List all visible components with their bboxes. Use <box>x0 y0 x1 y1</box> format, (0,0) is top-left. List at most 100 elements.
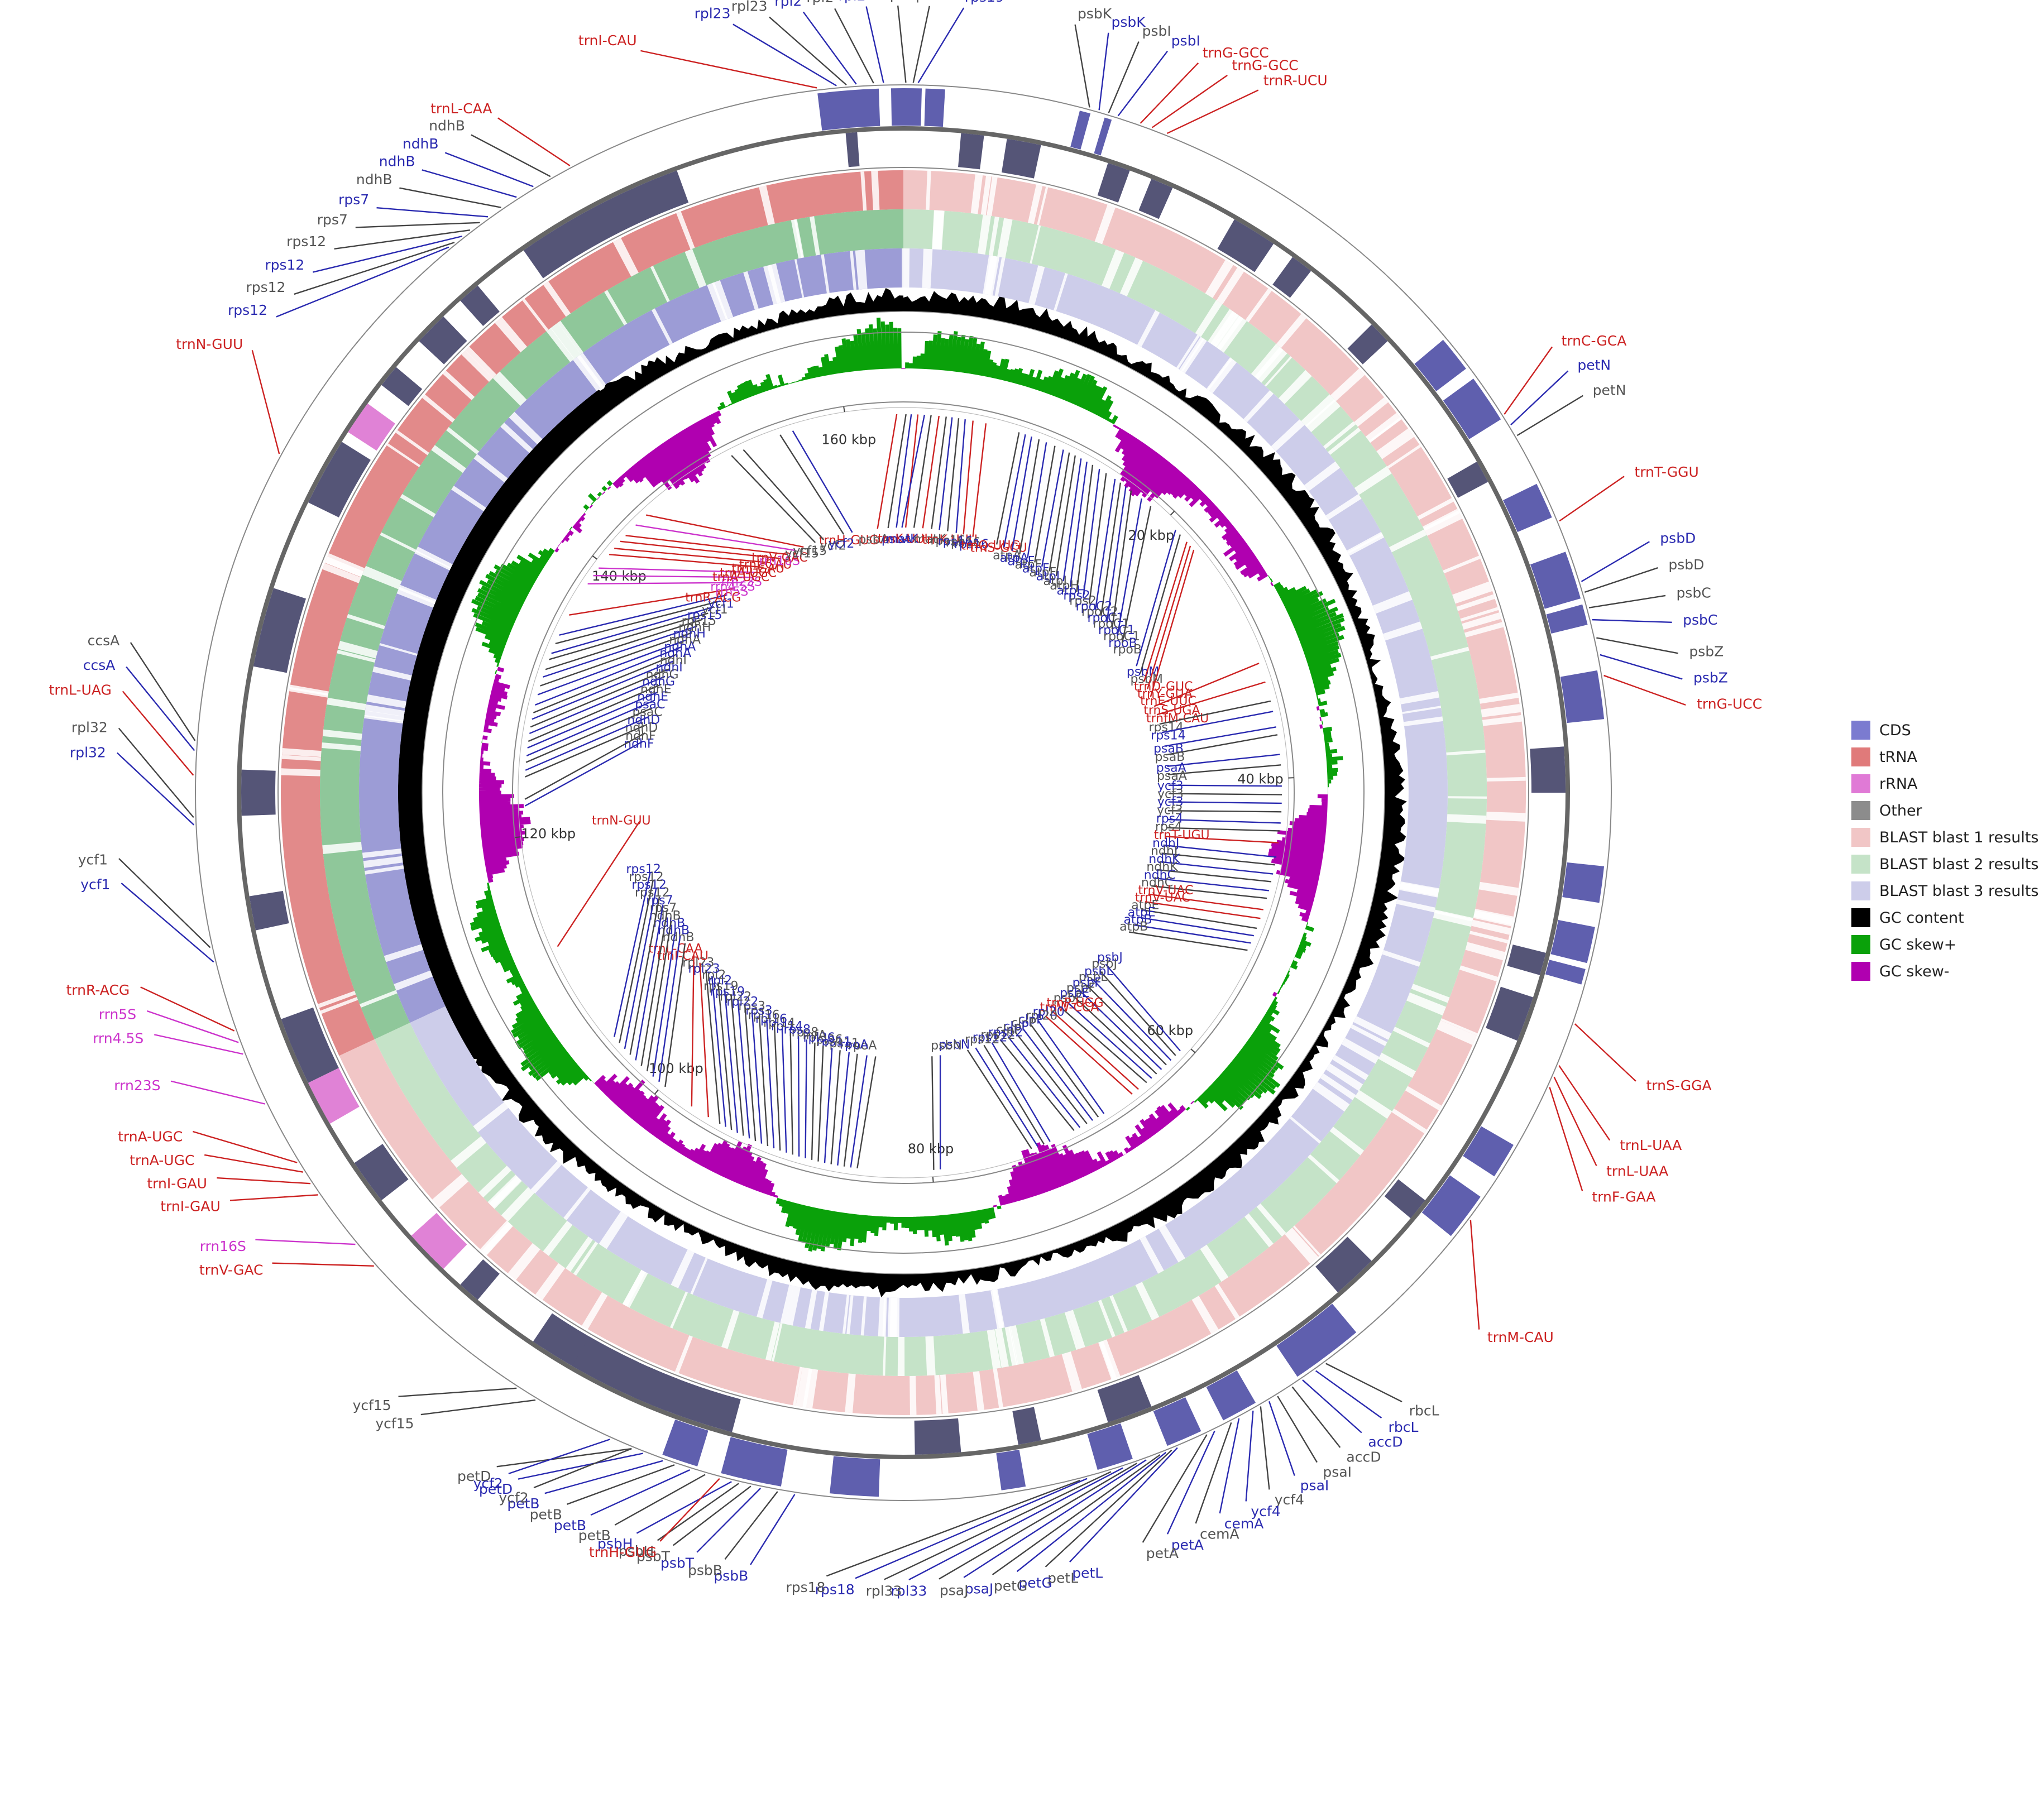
blast-2-ring-gap <box>1264 356 1293 387</box>
gene-label: rps12 <box>973 1031 1007 1045</box>
blast-1-ring-gap <box>970 174 983 214</box>
gene-label: rps15 <box>682 615 716 629</box>
gene-label: ndhC <box>1141 876 1173 890</box>
blast-2-ring-gap <box>322 729 362 740</box>
cds-reverse <box>1507 945 1546 975</box>
gene-label: psbC <box>1683 612 1717 628</box>
blast-1-ring-gap <box>289 684 329 696</box>
gene-label: rrn5S <box>715 585 748 599</box>
gene-label: ycf15 <box>353 1397 391 1413</box>
gene-label: ycf15 <box>793 544 827 558</box>
label-leader <box>1168 793 1282 795</box>
label-leader <box>1133 924 1251 944</box>
cds-reverse <box>523 170 689 279</box>
blast-3-ring-gap <box>365 865 404 875</box>
label-leader <box>1291 1386 1341 1448</box>
label-leader <box>170 1080 266 1105</box>
blast-1-ring-gap <box>443 370 475 400</box>
blast-3-ring-gap <box>990 1289 1004 1329</box>
label-leader <box>652 928 677 1077</box>
gene-label: rrn4.5S <box>93 1030 143 1046</box>
cds-reverse <box>1138 179 1173 219</box>
blast-3-ring-gap <box>1353 1016 1392 1040</box>
gene-label: rrn5S <box>99 1006 136 1022</box>
gene-label: trnR-UCU <box>1263 72 1328 88</box>
label-leader <box>545 619 703 670</box>
label-leader <box>1034 445 1056 563</box>
blast-3-ring-gap <box>959 1294 970 1334</box>
label-leader <box>635 524 796 552</box>
blast-3-ring-gap <box>818 1292 829 1331</box>
label-leader <box>751 1010 763 1144</box>
gene-label: psaI <box>1323 1464 1352 1480</box>
gene-label: psbH <box>619 1543 654 1559</box>
gene-label: ndhB <box>429 118 465 134</box>
blast-1-ring-gap <box>461 350 493 382</box>
gene-label: rps16 <box>938 535 973 549</box>
gene-label: ycf2 <box>499 1489 528 1506</box>
gene-label: petB <box>554 1517 586 1533</box>
label-leader <box>966 1049 1032 1149</box>
gene-label: ycf2 <box>820 539 846 553</box>
blast-3-ring-gap <box>707 282 728 322</box>
blast-2-ring-gap <box>1030 225 1041 264</box>
gene-label: trnL-CAA <box>648 942 702 956</box>
blast-1-ring-gap <box>845 1373 856 1413</box>
cds-forward <box>662 1419 709 1466</box>
cds-reverse <box>249 890 289 931</box>
gene-label: trnL-UAG <box>49 682 112 698</box>
gene-label: ndhA <box>669 633 701 647</box>
blast-2-ring-gap <box>1389 529 1427 553</box>
gene-label: psbE <box>1054 991 1083 1005</box>
blast-1-ring-gap <box>1443 555 1481 574</box>
gene-label: trnS-GCU <box>970 541 1027 555</box>
gene-label: trnA-UGC <box>130 1152 194 1168</box>
gene-label: psbZ <box>1689 644 1724 660</box>
blast-2-ring-gap <box>566 1236 593 1272</box>
blast-3-ring-gap <box>860 1296 867 1336</box>
blast-1-ring-gap <box>322 563 361 583</box>
label-leader <box>1027 442 1047 559</box>
label-leader <box>856 1056 877 1169</box>
label-leader <box>972 423 987 537</box>
blast-1-ring-gap <box>940 1374 949 1414</box>
cds-forward <box>1545 960 1586 985</box>
legend-swatch <box>1851 721 1870 740</box>
label-leader <box>1260 1406 1270 1490</box>
gene-label: psbF <box>1073 976 1102 990</box>
gene-label: ycf3 <box>1157 779 1184 793</box>
label-leader <box>140 986 235 1032</box>
label-leader <box>1600 654 1683 680</box>
label-leader <box>779 434 845 535</box>
gene-label: rps19 <box>710 985 745 999</box>
gene-label: matK <box>886 533 919 547</box>
cds-forward <box>1530 552 1581 609</box>
blast-1-ring-gap <box>987 176 998 217</box>
gene-label: trnA-UGC <box>712 571 769 584</box>
label-leader <box>1588 595 1666 608</box>
gene-label: ndhH <box>673 627 705 641</box>
label-leader <box>217 1177 311 1185</box>
blast-1-ring-gap <box>1473 911 1513 926</box>
cds-reverse <box>308 442 371 517</box>
label-leader <box>769 16 847 85</box>
blast-3-ring-gap <box>509 411 543 445</box>
gene-label: atpF <box>1008 555 1035 569</box>
label-leader <box>1059 1006 1147 1084</box>
label-leader <box>1094 478 1116 610</box>
legend-item: Other <box>1851 797 2041 824</box>
gene-label: trnG-UCC <box>1697 696 1762 712</box>
blast-2-ring-gap <box>1217 315 1247 353</box>
cds-forward <box>721 1437 788 1487</box>
blast-2-ring-gap <box>1109 1295 1128 1333</box>
label-leader <box>983 1044 1045 1145</box>
gene-label: petD <box>457 1468 491 1484</box>
cds-forward <box>1546 604 1588 634</box>
gene-label: rps7 <box>650 902 677 915</box>
gene-label: clpP <box>1011 1017 1036 1030</box>
legend-swatch <box>1851 881 1870 900</box>
label-leader <box>1167 764 1281 775</box>
blast-3-ring-gap <box>500 422 533 453</box>
feature-tracks <box>195 84 1612 1501</box>
gene-label: rrn23S <box>114 1077 160 1094</box>
